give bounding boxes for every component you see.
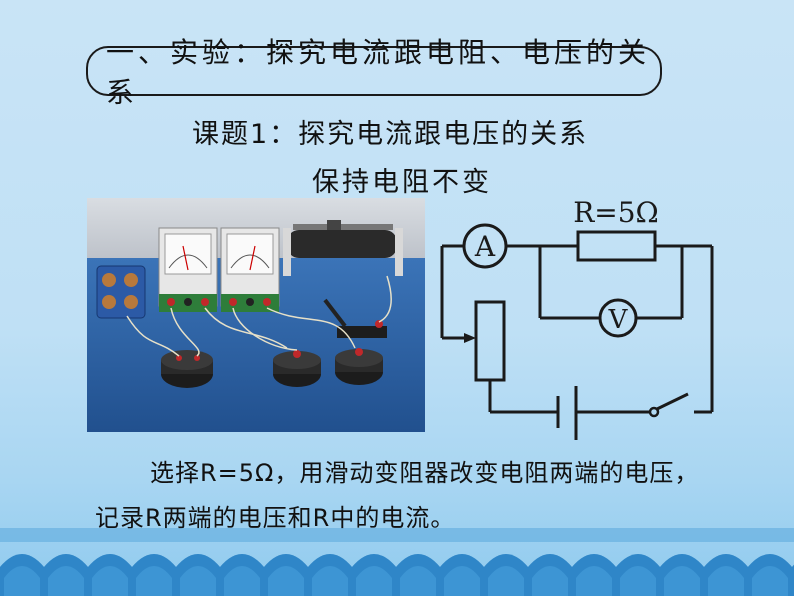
- wave-scallop-inner: [664, 566, 700, 596]
- wave-scallop-inner: [488, 566, 524, 596]
- apparatus-wires: [126, 275, 392, 357]
- wave-scallop: [788, 564, 794, 596]
- battery-box: [96, 265, 146, 319]
- wave-row: [0, 554, 794, 596]
- ammeter-symbol: A: [462, 223, 508, 269]
- wave-scallop-inner: [752, 566, 788, 596]
- rheostat-device: [283, 220, 403, 276]
- wave-decoration: [0, 528, 794, 596]
- wave-scallop-inner: [180, 566, 216, 596]
- wave-scallop-inner: [400, 566, 436, 596]
- circuit-diagram: A R=5Ω V: [440, 196, 714, 440]
- voltmeter-label: V: [608, 305, 629, 335]
- condition-text: 保持电阻不变: [312, 167, 492, 198]
- title-box: 一、实验：探究电流跟电阻、电压的关系: [86, 36, 662, 109]
- apparatus-illustration: [87, 198, 425, 432]
- wave-scallop-inner: [576, 566, 612, 596]
- voltmeter-symbol: V: [598, 298, 638, 338]
- instruction-line-1: 选择R=5Ω，用滑动变阻器改变电阻两端的电压，: [150, 459, 700, 487]
- wave-scallop-inner: [620, 566, 656, 596]
- wave-scallop-inner: [4, 566, 40, 596]
- wave-scallop-inner: [268, 566, 304, 596]
- rheostat-symbol: [464, 300, 506, 386]
- slide-title: 一、实验：探究电流跟电阻、电压的关系: [106, 36, 651, 109]
- ammeter-label: A: [474, 230, 496, 263]
- wave-scallop-inner: [356, 566, 392, 596]
- wave-scallop-inner: [312, 566, 348, 596]
- apparatus-photo: [87, 198, 425, 432]
- switch-symbol: [648, 392, 712, 418]
- switch-device: [323, 298, 387, 338]
- wave-scallop-inner: [708, 566, 744, 596]
- wave-scallop-inner: [444, 566, 480, 596]
- ammeter-device: [158, 227, 218, 312]
- battery-symbol: [556, 386, 578, 440]
- wave-scallop-inner: [224, 566, 260, 596]
- wave-scallop-inner: [532, 566, 568, 596]
- wave-scallop-inner: [92, 566, 128, 596]
- voltmeter-device: [220, 227, 280, 312]
- resistor-knobs: [161, 348, 383, 388]
- resistor-symbol: [576, 230, 657, 262]
- resistor-label: R=5Ω: [573, 196, 659, 229]
- wave-scallop-inner: [48, 566, 84, 596]
- instruction-line-2: 记录R两端的电压和R中的电流。: [95, 504, 456, 532]
- wave-scallop-inner: [136, 566, 172, 596]
- slide-subtitle: 课题1：探究电流跟电压的关系: [192, 119, 589, 150]
